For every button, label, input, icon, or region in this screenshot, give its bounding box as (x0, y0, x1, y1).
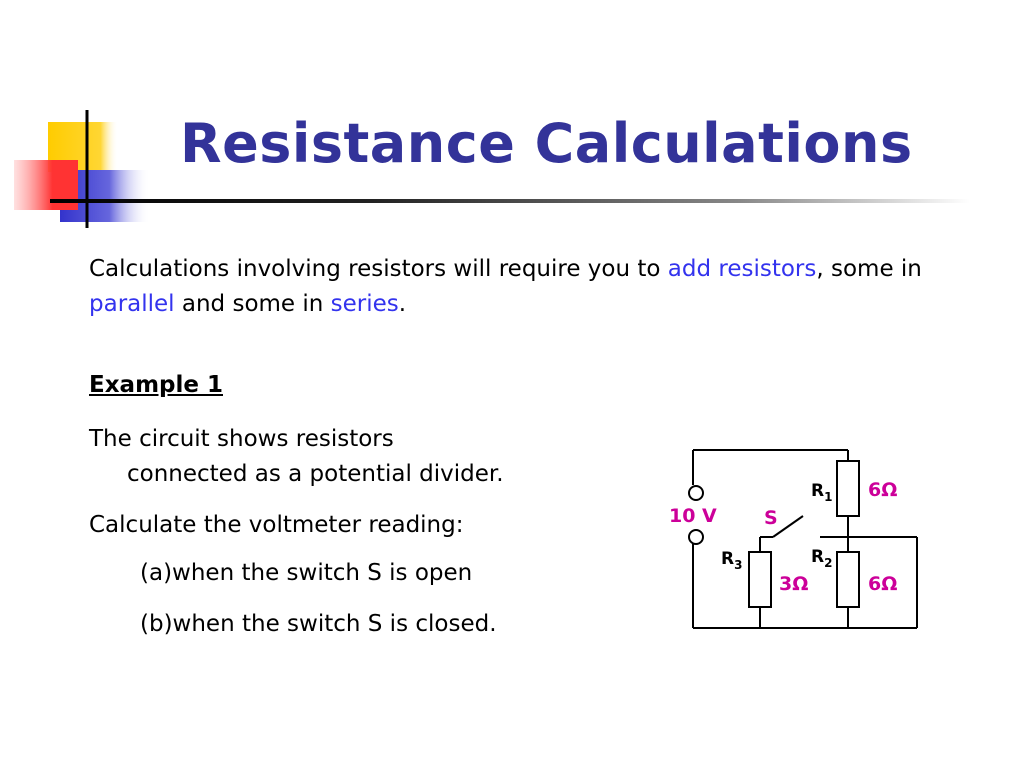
intro-highlight-add-resistors: add resistors (667, 256, 817, 282)
question-text: Calculate the voltmeter reading: (89, 512, 464, 538)
r1-name: R (811, 481, 824, 501)
supply-label: 10 V (669, 505, 717, 527)
question-part-a: (a)when the switch S is open (140, 560, 473, 586)
intro-text-2: , some in (816, 256, 922, 282)
resistor-r2 (836, 551, 860, 608)
circuit-description-line1: The circuit shows resistors (89, 426, 394, 452)
resistor-r1 (836, 460, 860, 517)
r1-label: R1 (811, 481, 832, 504)
resistor-r3 (748, 551, 772, 608)
slide-title: Resistance Calculations (180, 112, 913, 175)
r2-name: R (811, 547, 824, 567)
intro-text-1: Calculations involving resistors will re… (89, 256, 668, 282)
supply-terminal-bottom (688, 529, 704, 545)
intro-highlight-series: series (330, 291, 399, 317)
title-underline (50, 199, 970, 203)
question-part-b: (b)when the switch S is closed. (140, 611, 497, 637)
intro-text-3: and some in (174, 291, 331, 317)
switch-label: S (764, 507, 778, 529)
circuit-description: The circuit shows resistors connected as… (89, 422, 609, 492)
switch-blade (772, 515, 804, 538)
circuit-description-line2: connected as a potential divider. (127, 461, 504, 487)
r3-value: 3Ω (779, 573, 808, 595)
intro-paragraph: Calculations involving resistors will re… (89, 252, 989, 322)
circuit-diagram: 10 V S R1 6Ω R2 6Ω R3 3Ω (669, 449, 918, 629)
intro-text-4: . (398, 291, 407, 317)
r1-subscript: 1 (824, 490, 832, 504)
intro-highlight-parallel: parallel (89, 291, 175, 317)
r2-value: 6Ω (868, 573, 897, 595)
corner-decoration (14, 110, 150, 228)
r3-name: R (721, 549, 734, 569)
r1-value: 6Ω (868, 479, 897, 501)
example-heading: Example 1 (89, 372, 223, 398)
supply-terminal-top (688, 485, 704, 501)
r3-subscript: 3 (734, 558, 742, 572)
r3-label: R3 (721, 549, 742, 572)
r2-label: R2 (811, 547, 832, 570)
r2-subscript: 2 (824, 556, 832, 570)
